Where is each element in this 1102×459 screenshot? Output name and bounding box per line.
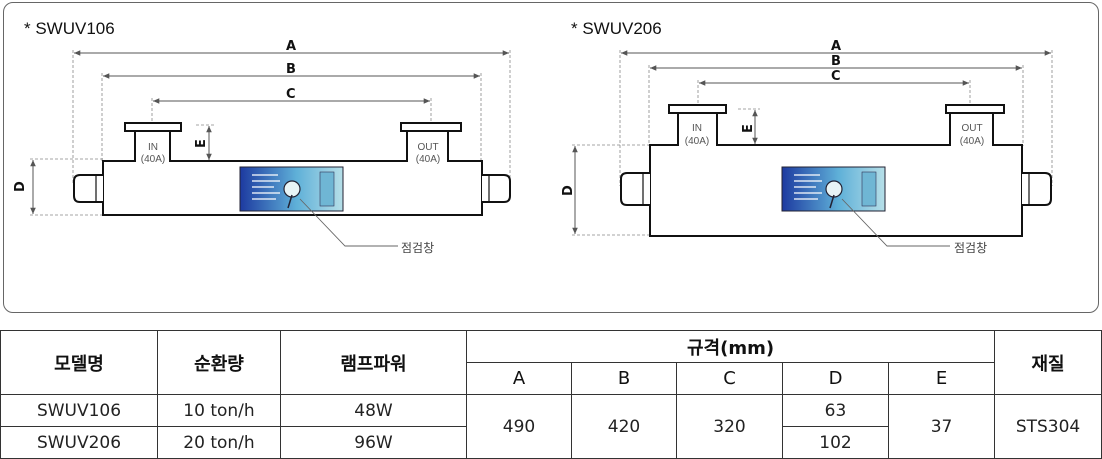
table-row: SWUV106 10 ton/h 48W 490 420 320 63 37 S… bbox=[0, 394, 1102, 459]
header-dim-d: D bbox=[782, 362, 889, 395]
swuv206-outlet-size: (40A) bbox=[960, 136, 984, 147]
header-dim-e: E bbox=[887, 362, 996, 395]
swuv106-title: * SWUV106 bbox=[24, 19, 115, 38]
table-row: SWUV206 20 ton/h 96W 102 bbox=[0, 426, 1102, 459]
swuv206-inlet-size: (40A) bbox=[685, 136, 709, 147]
swuv106-outlet-label: OUT bbox=[417, 142, 438, 153]
header-dim-a: A bbox=[466, 362, 572, 395]
swuv106-window-callout: 점검창 bbox=[401, 241, 434, 255]
swuv206-dim-a: A bbox=[831, 39, 841, 54]
swuv206-dim-c: C bbox=[831, 69, 841, 84]
cell-dim-c: 320 bbox=[676, 394, 783, 459]
swuv206-window-callout: 점검창 bbox=[954, 241, 987, 255]
table-header-row: 모델명 순환량 램프파워 규격(mm) 재질 bbox=[0, 330, 1102, 395]
swuv206-dim-d: D bbox=[561, 185, 576, 196]
cell-flow: 20 ton/h bbox=[157, 426, 281, 459]
swuv206-inspection-window bbox=[781, 166, 886, 212]
swuv106-diagram: * SWUV106 A B C D E bbox=[13, 19, 511, 255]
cell-flow: 10 ton/h bbox=[157, 394, 281, 427]
cell-material: STS304 bbox=[994, 394, 1102, 459]
swuv106-dim-a: A bbox=[286, 39, 296, 54]
swuv106-inlet-label: IN bbox=[148, 142, 158, 153]
cell-model: SWUV206 bbox=[0, 426, 158, 459]
header-dim-c: C bbox=[676, 362, 783, 395]
swuv206-title: * SWUV206 bbox=[571, 19, 662, 38]
swuv206-inlet-label: IN bbox=[692, 123, 702, 134]
header-flow: 순환량 bbox=[157, 330, 281, 395]
header-lamp-power: 램프파워 bbox=[280, 330, 467, 395]
cell-dim-b: 420 bbox=[571, 394, 677, 459]
cell-model: SWUV106 bbox=[0, 394, 158, 427]
cell-dim-a: 490 bbox=[466, 394, 572, 459]
swuv206-dim-b: B bbox=[831, 54, 841, 69]
swuv106-dim-e: E bbox=[194, 139, 209, 148]
header-dim-b: B bbox=[571, 362, 677, 395]
swuv106-outlet-size: (40A) bbox=[416, 154, 440, 165]
swuv206-diagram: * SWUV206 A B C D E bbox=[561, 19, 1053, 255]
diagrams-drawing: * SWUV106 A B C D E bbox=[13, 19, 1053, 255]
cell-lamp-power: 48W bbox=[280, 394, 467, 427]
swuv106-dim-d: D bbox=[13, 181, 28, 192]
swuv206-dim-e: E bbox=[741, 124, 756, 133]
spec-table: 모델명 순환량 램프파워 규격(mm) 재질 A B C D E SWUV106… bbox=[0, 330, 1102, 459]
header-material: 재질 bbox=[994, 330, 1102, 395]
cell-lamp-power: 96W bbox=[280, 426, 467, 459]
header-spec: 규격(mm) bbox=[465, 330, 996, 363]
cell-dim-e: 37 bbox=[887, 394, 996, 459]
swuv106-dim-b: B bbox=[286, 62, 296, 77]
swuv106-inspection-window bbox=[239, 166, 344, 212]
header-model: 모델명 bbox=[0, 330, 158, 395]
cell-dim-d: 63 bbox=[782, 394, 889, 427]
swuv106-inlet-size: (40A) bbox=[141, 154, 165, 165]
cell-dim-d: 102 bbox=[782, 426, 889, 459]
swuv106-dim-c: C bbox=[286, 87, 296, 102]
swuv206-outlet-label: OUT bbox=[961, 123, 982, 134]
